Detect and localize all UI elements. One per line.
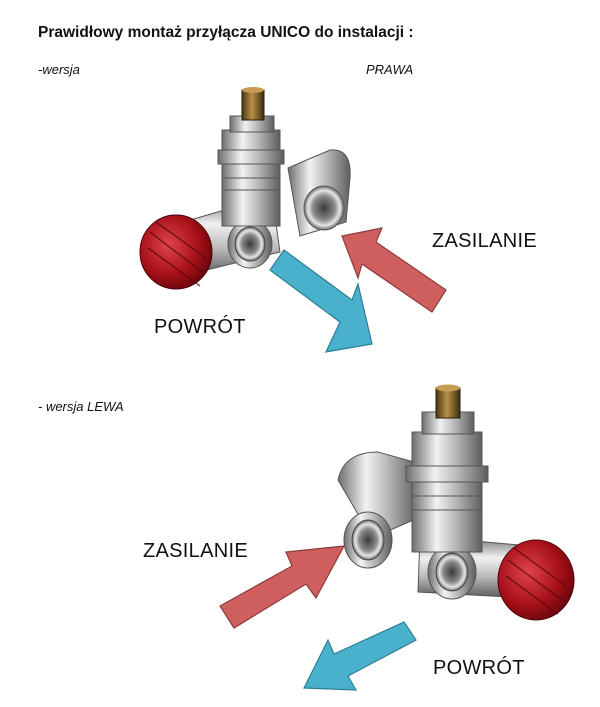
right-return-label: POWRÓT: [154, 316, 246, 338]
return-arrow-right-icon: [269, 249, 373, 353]
return-arrow-left-icon: [303, 621, 417, 691]
version-right-label: -wersja: [38, 62, 80, 77]
version-right-side: PRAWA: [366, 62, 414, 77]
valve-right-icon: [139, 87, 351, 290]
left-supply-label: ZASILANIE: [143, 540, 248, 562]
valve-left-icon: [337, 384, 575, 621]
supply-arrow-right-icon: [341, 227, 447, 313]
supply-arrow-left-icon: [219, 545, 346, 629]
right-supply-label: ZASILANIE: [432, 230, 537, 252]
version-left-label: - wersja LEWA: [38, 399, 124, 414]
page-title: Prawidłowy montaż przyłącza UNICO do ins…: [38, 24, 414, 41]
left-return-label: POWRÓT: [433, 657, 525, 679]
